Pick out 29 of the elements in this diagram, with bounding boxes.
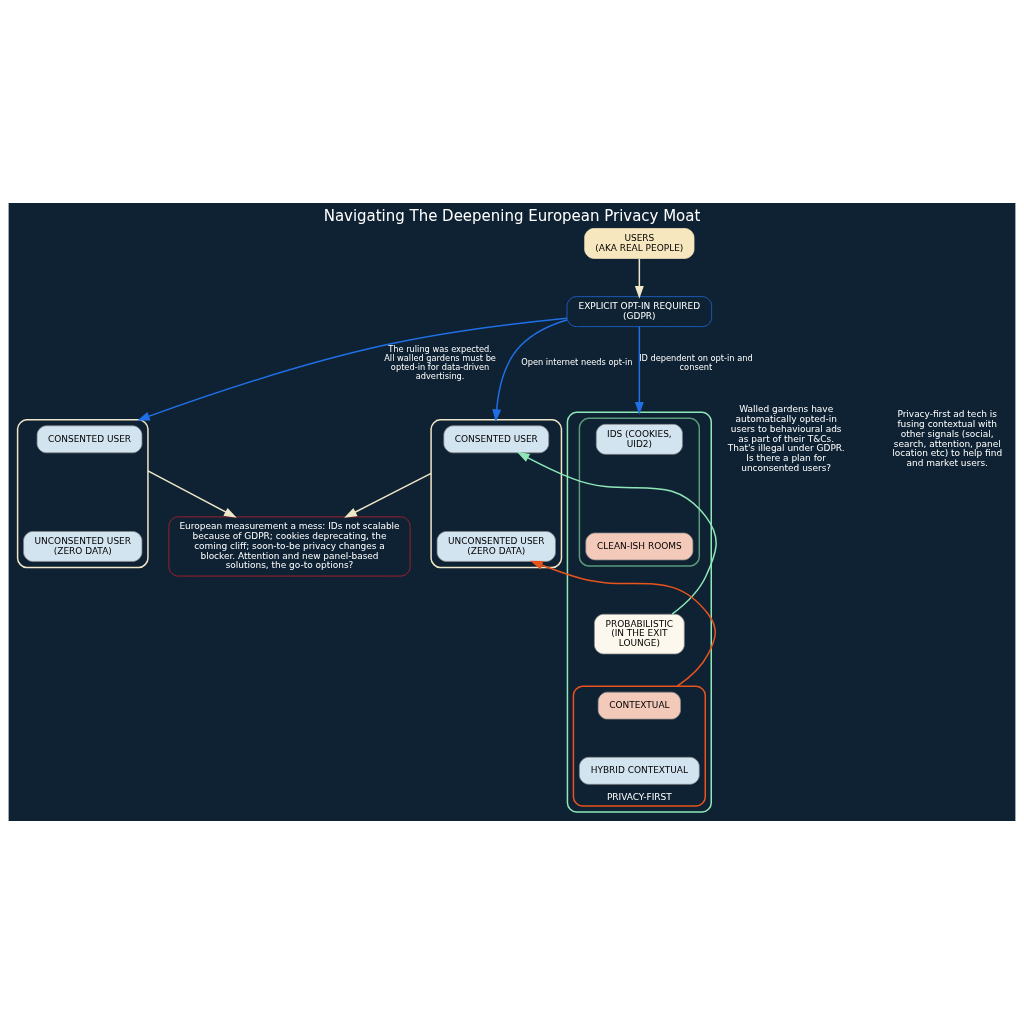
node-box: CONSENTED USER	[36, 425, 143, 454]
edge-label: Open internet needs opt-in	[521, 357, 633, 368]
node-box: HYBRID CONTEXTUAL	[579, 756, 700, 785]
node-box: CONTEXTUAL	[597, 691, 681, 720]
cluster	[578, 417, 700, 567]
cluster	[566, 411, 712, 813]
arrow	[634, 325, 644, 415]
node-box: CLEAN-ISH ROOMS	[585, 532, 694, 561]
diagram-title: Navigating The Deepening European Privacy Moat	[323, 206, 701, 225]
node-box: EXPLICIT OPT-IN REQUIRED (GDPR)	[566, 296, 712, 327]
arrow	[147, 470, 237, 518]
edge-label: The ruling was expected. All walled gardens must be opted-in for data-driven advertising.	[384, 343, 496, 381]
edge-label: ID dependent on opt-in and consent	[639, 352, 753, 372]
arrow	[492, 319, 568, 423]
node-box: CONSENTED USER	[443, 425, 550, 454]
node-box: IDS (COOKIES, UID2)	[595, 424, 683, 455]
arrow	[137, 317, 568, 421]
node-box: USERS (AKA REAL PEOPLE)	[584, 228, 695, 259]
node-box: PROBABILISTIC (IN THE EXIT LOUNGE)	[594, 613, 685, 655]
arrow	[516, 451, 717, 615]
arrow	[344, 472, 432, 518]
label: Walled gardens have automatically opted-in users to behavioural ads as part of their T&Cs. That's illegal under GDPR. Is there a plan for unconsented users?	[727, 404, 845, 473]
node-box: UNCONSENTED USER (ZERO DATA)	[436, 531, 556, 562]
node-box: European measurement a mess: IDs not scalable because of GDPR; cookies deprecating, the coming cliff; soon-to-be privacy changes a blocker. Attention and new panel-based solutions, the go-to options?	[168, 516, 411, 577]
node-box: UNCONSENTED USER (ZERO DATA)	[23, 531, 143, 562]
arrow	[634, 257, 644, 299]
cluster	[16, 419, 149, 569]
arrow	[530, 560, 716, 687]
label: Privacy-first ad tech is fusing contextual with other signals (social, search, attention, panel location etc) to help find and market users.	[892, 409, 1003, 469]
